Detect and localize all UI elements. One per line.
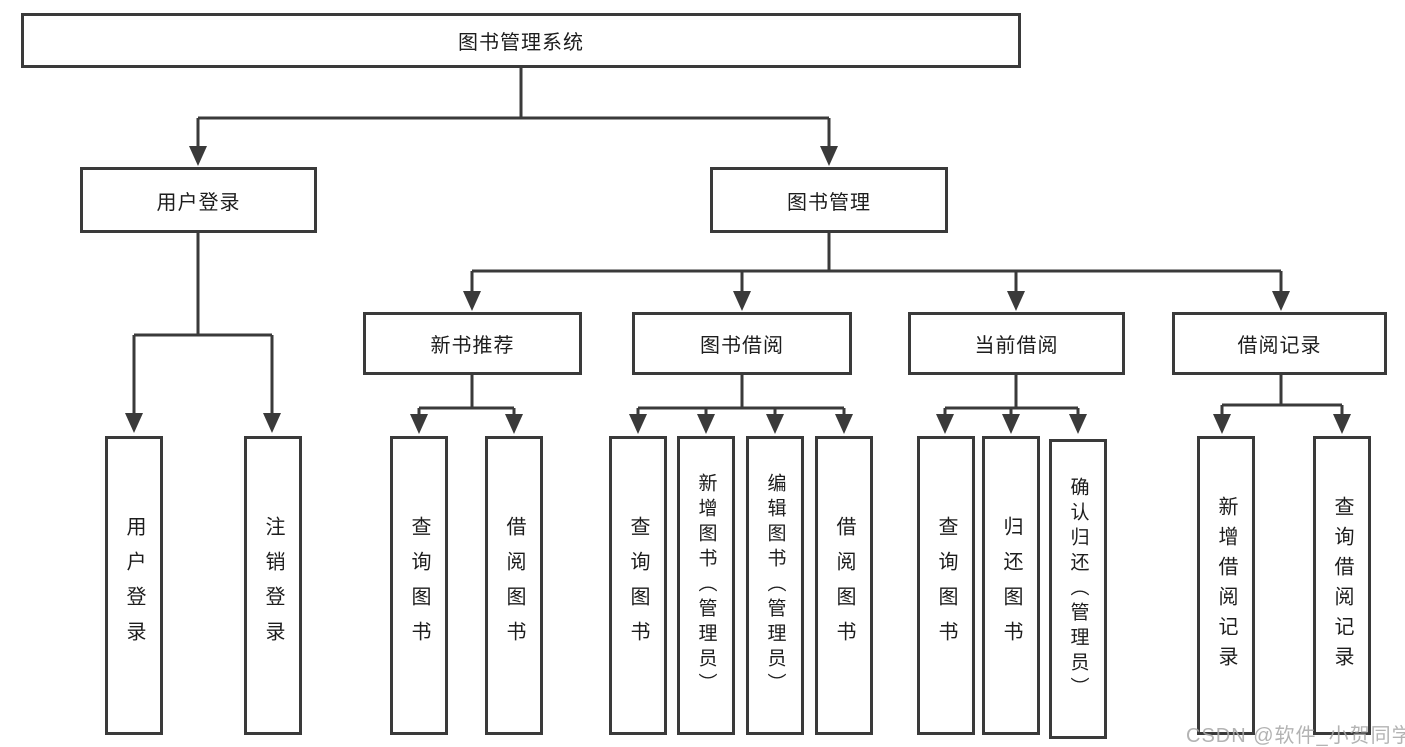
node-book-borrow: 图书借阅 [632, 312, 852, 375]
connector-current-borrow [943, 375, 1080, 415]
leaf-user-login: 用户登录 [105, 436, 163, 735]
leaf-label: 确认归还（管理员） [1067, 476, 1089, 702]
node-label: 当前借阅 [974, 335, 1059, 357]
leaf-label: 新增图书（管理员） [695, 473, 717, 698]
leaf-label: 编辑图书（管理员） [764, 473, 786, 698]
csdn-watermark: CSDN @软件_小贺同学 [1186, 725, 1405, 747]
node-user-login: 用户登录 [80, 167, 317, 233]
node-label: 图书管理 [787, 191, 871, 214]
leaf-label: 查询图书 [935, 515, 957, 656]
leaf-label: 新增借阅记录 [1215, 495, 1237, 676]
node-label: 新书推荐 [430, 335, 515, 357]
leaf-label: 查询图书 [627, 515, 649, 656]
leaf-add-borrow-record: 新增借阅记录 [1197, 436, 1255, 735]
leaf-logout: 注销登录 [244, 436, 302, 735]
connector-root [196, 68, 831, 147]
leaf-add-book-admin: 新增图书（管理员） [677, 436, 735, 735]
node-root-label: 图书管理系统 [458, 32, 584, 54]
leaf-label: 借阅图书 [833, 515, 855, 656]
leaf-query-book: 查询图书 [917, 436, 975, 735]
leaf-label: 归还图书 [1000, 515, 1022, 656]
connector-borrow-record [1220, 375, 1344, 415]
leaf-confirm-return-admin: 确认归还（管理员） [1049, 439, 1107, 739]
node-book-management: 图书管理 [710, 167, 948, 233]
connector-book-management [470, 233, 1283, 292]
node-label: 图书借阅 [700, 335, 784, 357]
leaf-borrow-book: 借阅图书 [815, 436, 873, 735]
leaf-label: 注销登录 [262, 515, 284, 656]
leaf-label: 查询图书 [408, 515, 430, 656]
leaf-edit-book-admin: 编辑图书（管理员） [746, 436, 804, 735]
leaf-label: 借阅图书 [503, 515, 525, 656]
node-current-borrow: 当前借阅 [908, 312, 1125, 375]
leaf-return-book: 归还图书 [982, 436, 1040, 735]
leaf-borrow-book: 借阅图书 [485, 436, 543, 735]
connector-user-login [132, 233, 274, 414]
leaf-query-book: 查询图书 [609, 436, 667, 735]
connector-new-book-recommend [417, 375, 516, 415]
node-label: 用户登录 [156, 191, 241, 214]
node-new-book-recommend: 新书推荐 [363, 312, 582, 375]
node-label: 借阅记录 [1237, 335, 1322, 357]
leaf-query-book: 查询图书 [390, 436, 448, 735]
leaf-query-borrow-record: 查询借阅记录 [1313, 436, 1371, 735]
node-root-system: 图书管理系统 [21, 13, 1021, 68]
node-borrow-record: 借阅记录 [1172, 312, 1387, 375]
connector-book-borrow [636, 375, 846, 415]
leaf-label: 用户登录 [123, 515, 145, 656]
leaf-label: 查询借阅记录 [1331, 495, 1353, 676]
